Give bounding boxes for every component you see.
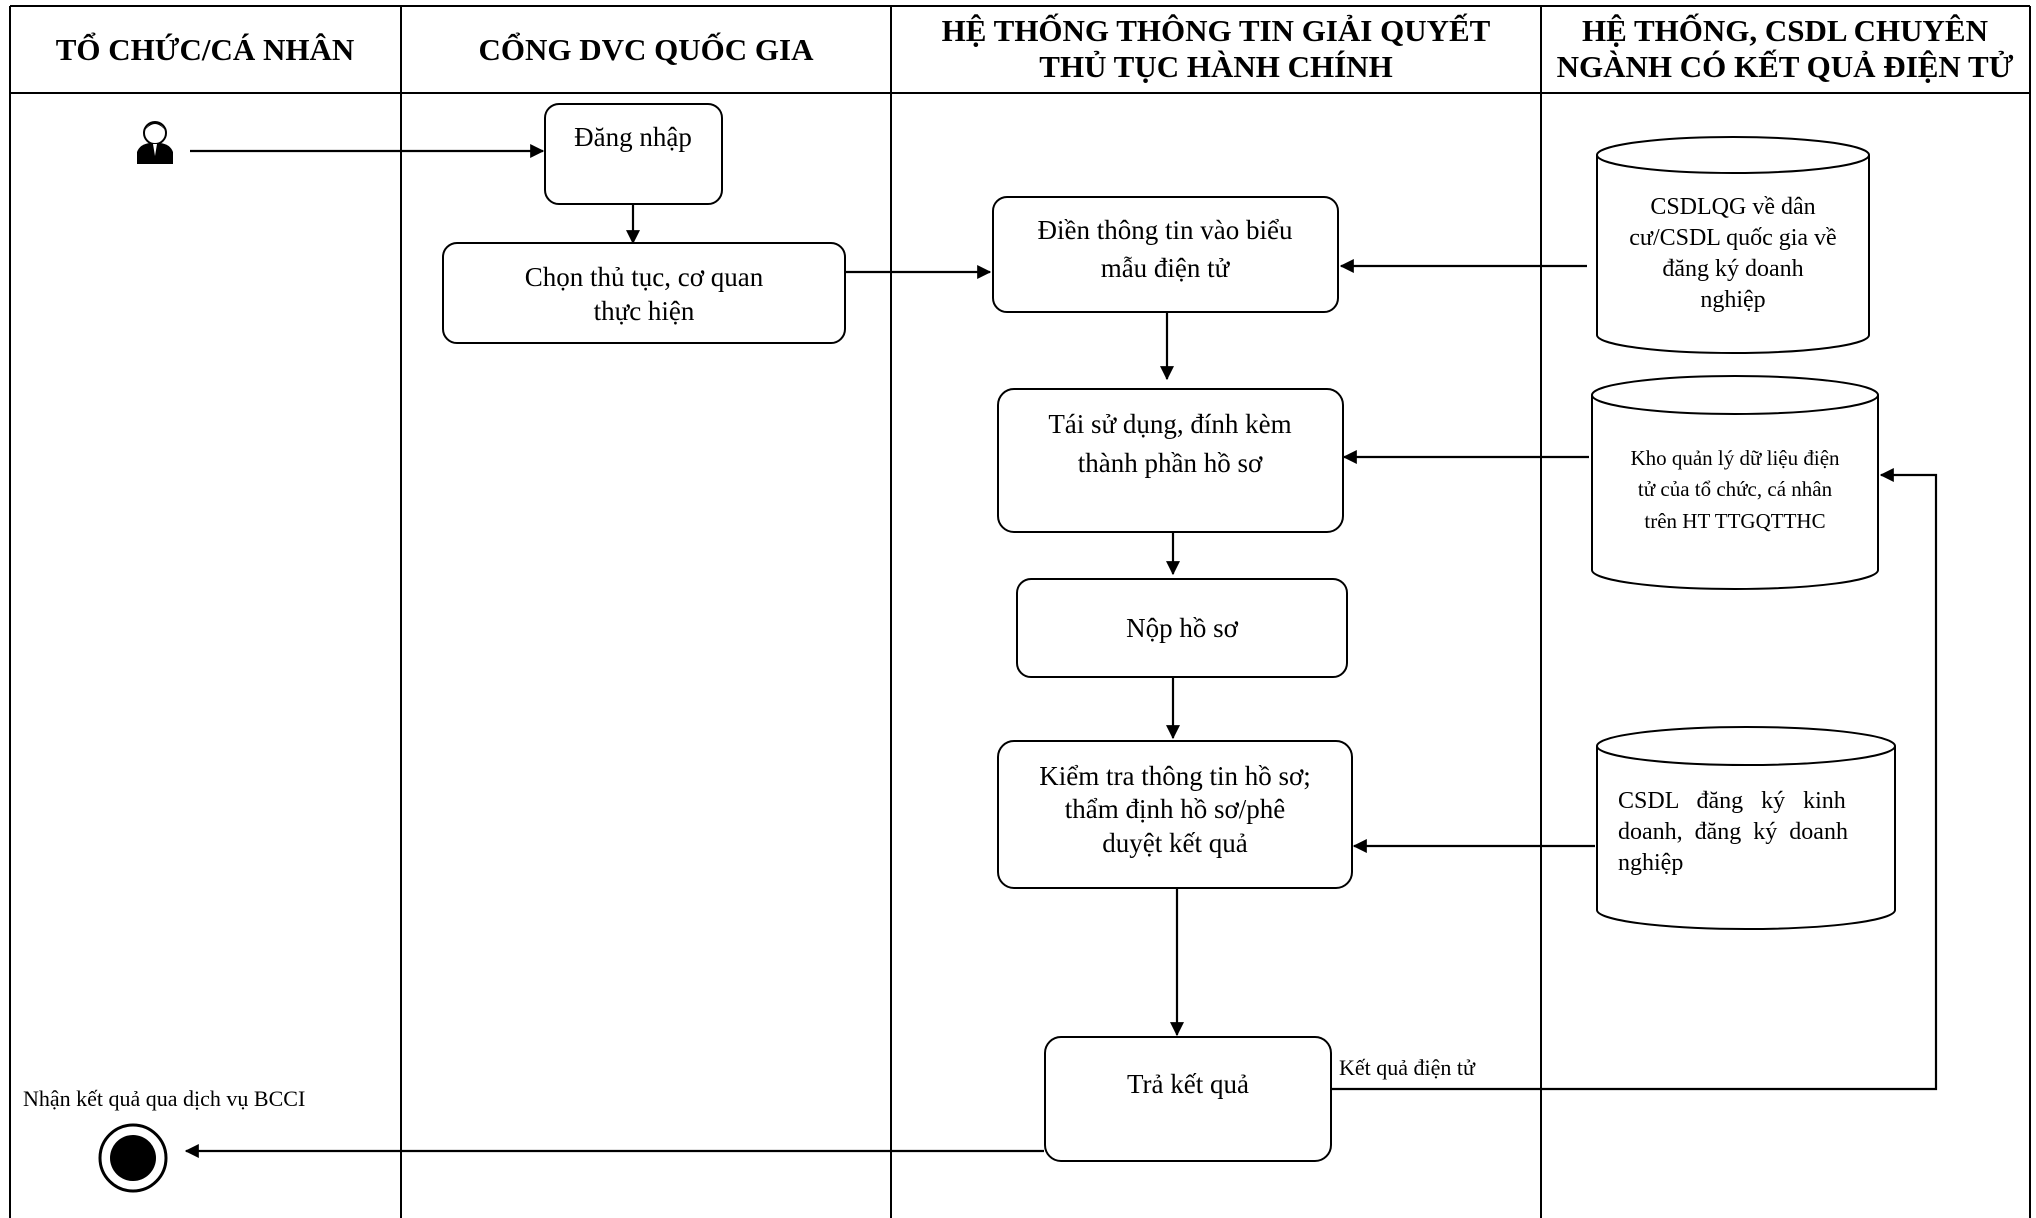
connectors (184, 144, 1938, 1158)
step-tra-ket-qua: Trả kết quả (1044, 1036, 1332, 1162)
end-node-icon (98, 1123, 168, 1193)
database-csdlqg: CSDLQG về dân cư/CSDL quốc gia về đăng k… (1596, 136, 1870, 354)
lane-header-to-chuc-ca-nhan: TỔ CHỨC/CÁ NHÂN (56, 31, 355, 67)
step-nop-ho-so-label: Nộp hồ sơ (1126, 613, 1239, 643)
database-kho-du-lieu: Kho quản lý dữ liệu điện tử của tổ chức,… (1591, 375, 1879, 590)
arrow-tra-to-kho (1331, 468, 1938, 1091)
lane-header-he-thong-ttgqtthc-line2: THỦ TỤC HÀNH CHÍNH (1039, 49, 1392, 84)
database-csdl-dkkd-line1: CSDL đăng ký kinh (1618, 788, 1846, 814)
step-chon-thu-tuc: Chọn thủ tục, cơ quan thực hiện (442, 242, 846, 344)
step-chon-thu-tuc-line1: Chọn thủ tục, cơ quan (525, 262, 764, 292)
lane-header-csdl-chuyen-nganh-line2: NGÀNH CÓ KẾT QUẢ ĐIỆN TỬ (1557, 48, 2014, 84)
step-dien-thong-tin-line2: mẫu điện tử (1101, 253, 1231, 283)
step-dien-thong-tin-line1: Điền thông tin vào biểu (1038, 215, 1293, 245)
database-csdl-dkkd-line3: nghiệp (1618, 850, 1683, 876)
database-kho-du-lieu-line3: trên HT TTGQTTHC (1644, 509, 1825, 533)
step-dang-nhap: Đăng nhập (544, 103, 723, 205)
step-nop-ho-so: Nộp hồ sơ (1016, 578, 1348, 678)
step-tra-ket-qua-label: Trả kết quả (1127, 1069, 1249, 1099)
step-dien-thong-tin: Điền thông tin vào biểu mẫu điện tử (992, 196, 1339, 313)
label-nhan-ket-qua: Nhận kết quả qua dịch vụ BCCI (23, 1086, 305, 1111)
step-chon-thu-tuc-line2: thực hiện (594, 296, 695, 326)
step-kiem-tra-line3: duyệt kết quả (1102, 828, 1247, 858)
step-tai-su-dung-line1: Tái sử dụng, đính kèm (1048, 409, 1291, 439)
step-dang-nhap-label: Đăng nhập (574, 122, 692, 152)
step-kiem-tra-line1: Kiểm tra thông tin hồ sơ; (1039, 761, 1311, 791)
swimlane-frame (9, 5, 2031, 1218)
database-kho-du-lieu-line2: tử của tổ chức, cá nhân (1638, 477, 1833, 501)
database-csdlqg-line2: cư/CSDL quốc gia về (1629, 225, 1836, 251)
step-tai-su-dung: Tái sử dụng, đính kèm thành phần hồ sơ (997, 388, 1344, 533)
step-tai-su-dung-line2: thành phần hồ sơ (1078, 448, 1263, 478)
database-csdlqg-line4: nghiệp (1700, 287, 1765, 313)
database-csdlqg-line1: CSDLQG về dân (1650, 194, 1815, 220)
lane-header-csdl-chuyen-nganh-line1: HỆ THỐNG, CSDL CHUYÊN (1582, 12, 1988, 48)
database-csdl-dkkd: CSDL đăng ký kinh doanh, đăng ký doanh n… (1596, 726, 1896, 930)
database-csdlqg-line3: đăng ký doanh (1662, 256, 1803, 282)
step-kiem-tra-line2: thẩm định hồ sơ/phê (1065, 794, 1286, 824)
step-kiem-tra: Kiểm tra thông tin hồ sơ; thẩm định hồ s… (997, 740, 1353, 889)
database-csdl-dkkd-line2: doanh, đăng ký doanh (1618, 819, 1848, 845)
label-ket-qua-dien-tu: Kết quả điện tử (1339, 1055, 1476, 1080)
database-kho-du-lieu-line1: Kho quản lý dữ liệu điện (1630, 446, 1840, 470)
lane-header-cong-dvc: CỔNG DVC QUỐC GIA (479, 31, 815, 67)
person-icon (137, 121, 173, 164)
lane-header-he-thong-ttgqtthc-line1: HỆ THỐNG THÔNG TIN GIẢI QUYẾT (942, 12, 1491, 48)
